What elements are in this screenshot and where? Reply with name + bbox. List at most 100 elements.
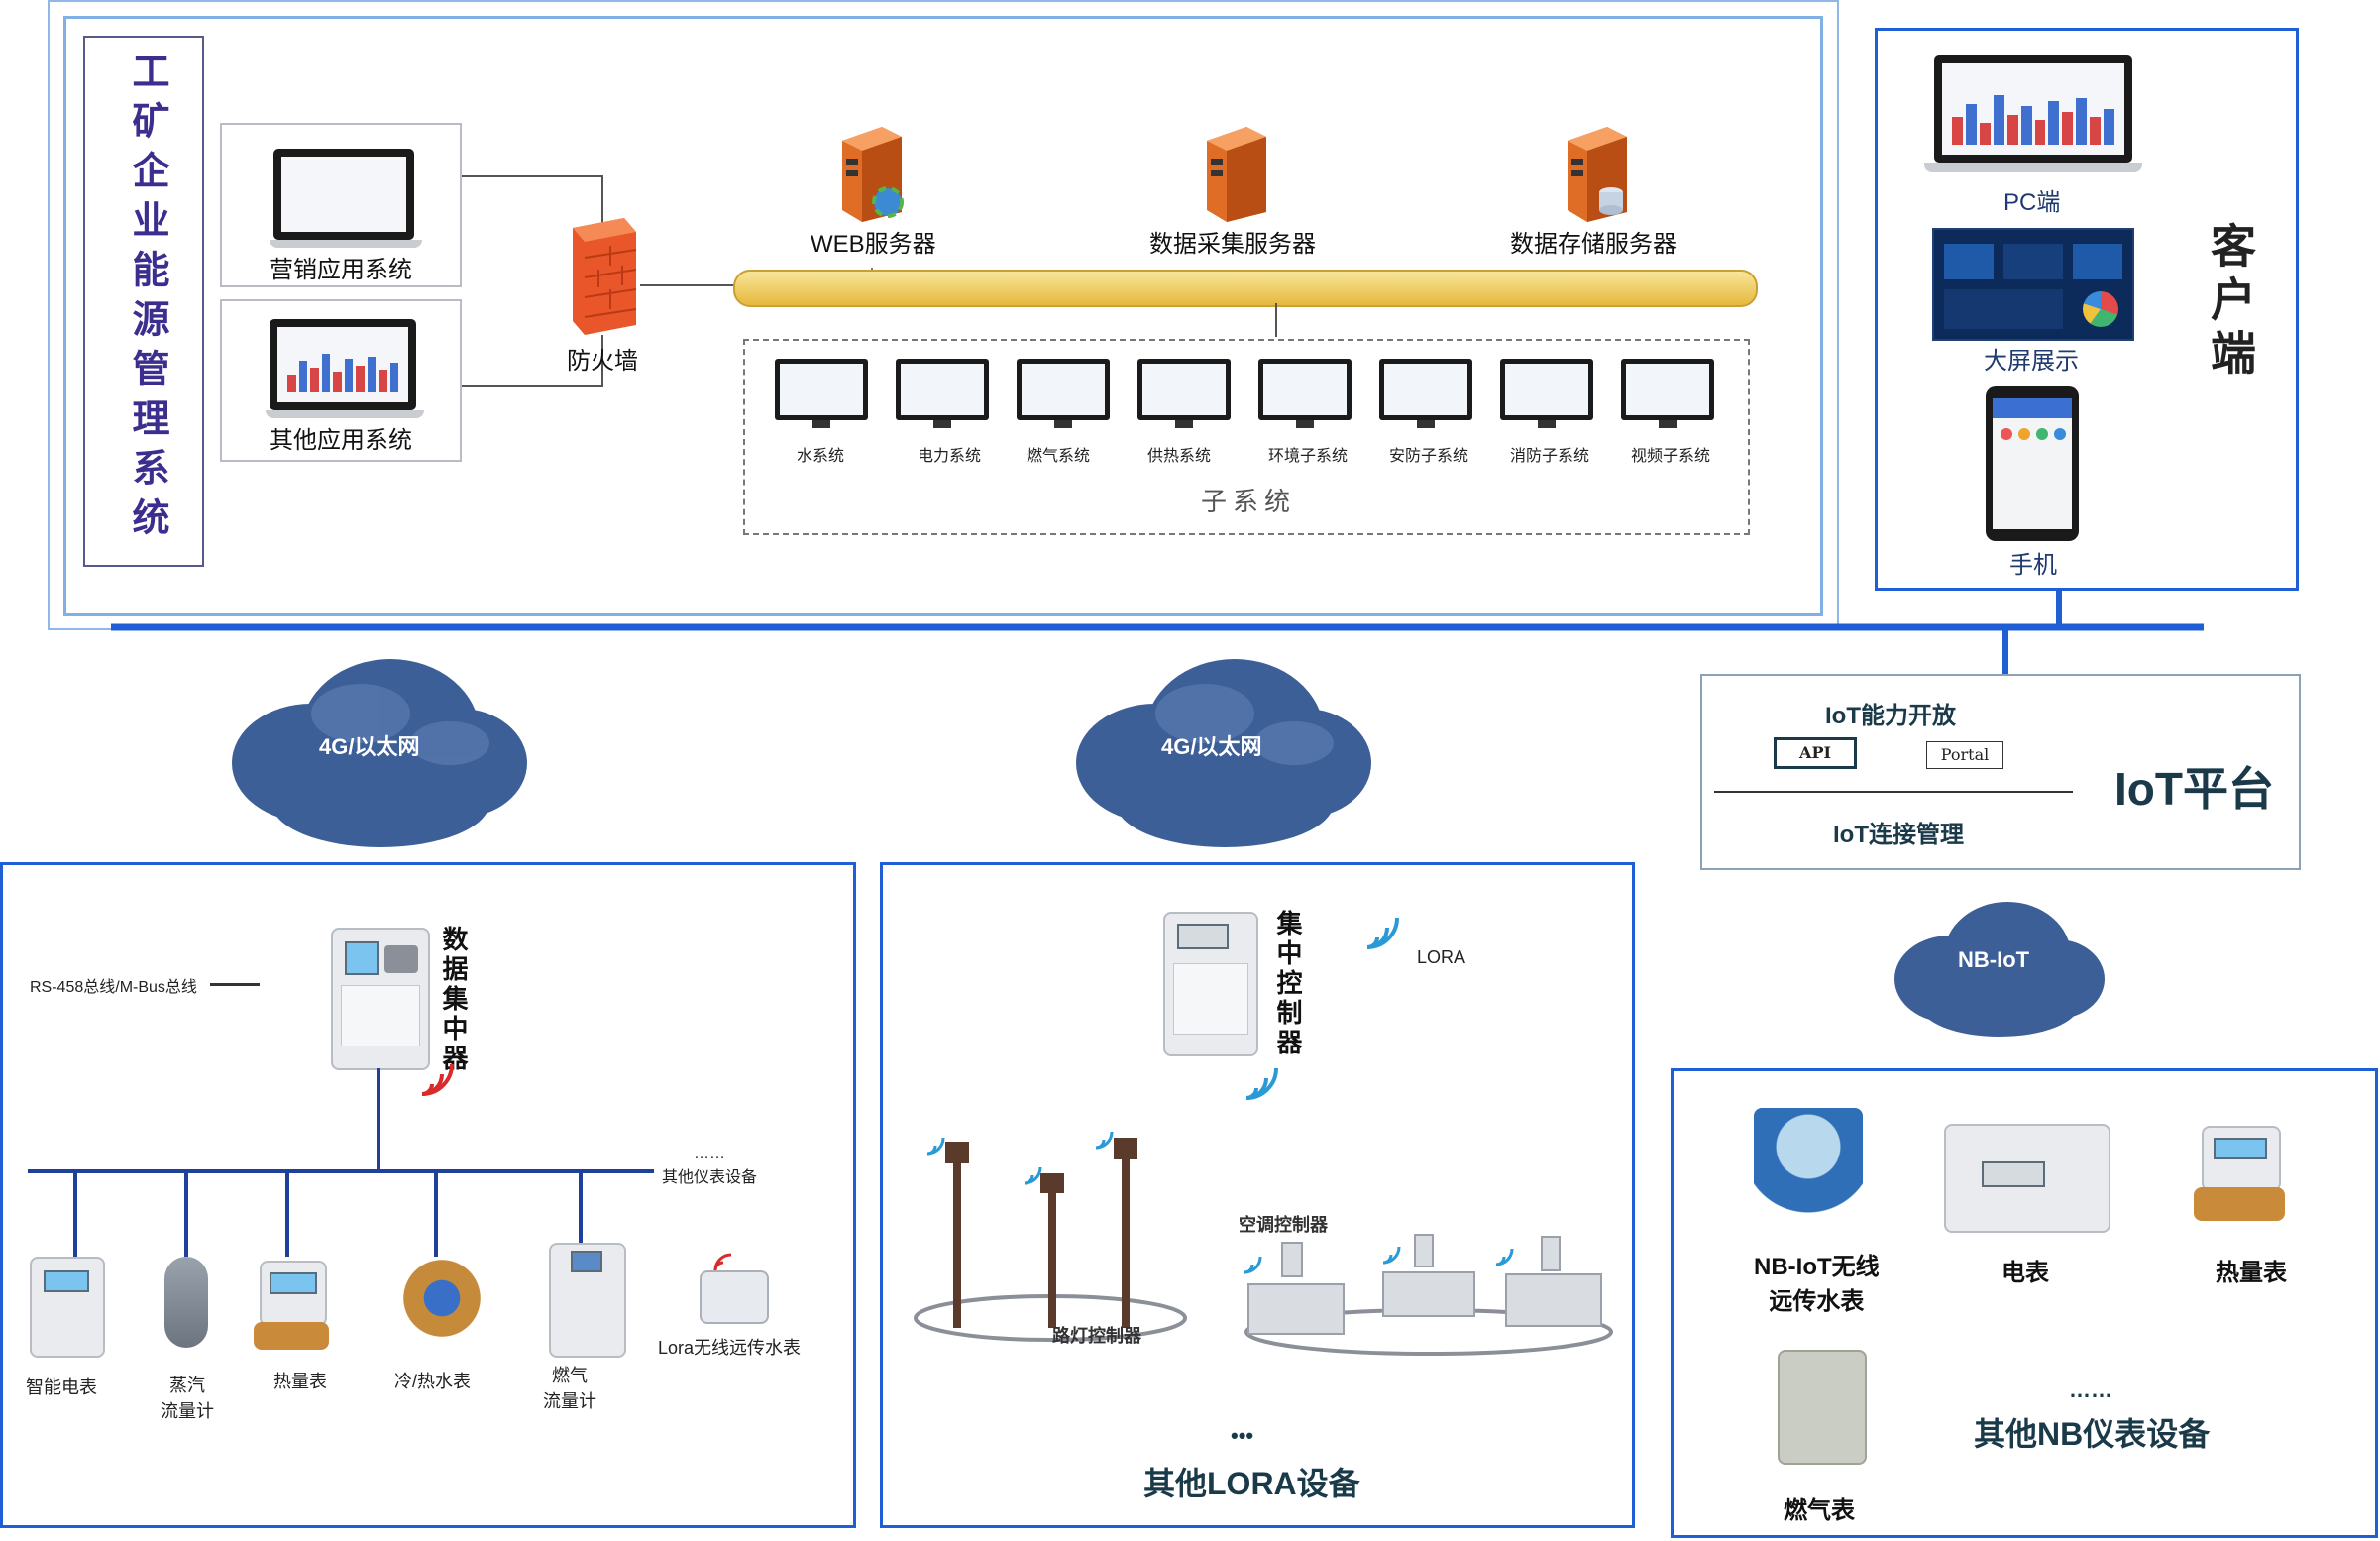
firewall-label: 防火墙 — [567, 348, 638, 375]
app-label-other: 其他应用系统 — [270, 427, 412, 454]
subsystem-label: 视频子系统 — [1631, 448, 1711, 465]
cloud-right-label: NB-IoT — [1958, 947, 2030, 972]
collection-server-label: 数据采集服务器 — [1149, 231, 1316, 258]
ac-units-icon — [1244, 1234, 1613, 1356]
pc-label: PC端 — [2003, 189, 2061, 216]
cloud-right-icon — [1891, 892, 2105, 1041]
nb-panel — [1671, 1068, 2378, 1538]
subsystem-label: 燃气系统 — [1027, 448, 1091, 465]
network-pipe — [733, 270, 1758, 307]
collection-server-icon — [1197, 127, 1270, 222]
heat-meter-label: 热量表 — [273, 1372, 327, 1391]
subsystem-monitor-icon — [1017, 359, 1110, 430]
nb-heat-meter-icon — [2202, 1126, 2281, 1191]
iot-platform-box — [1700, 674, 2301, 870]
gas-meter-icon — [1778, 1350, 1867, 1465]
laptop-chart-icon — [266, 319, 424, 418]
heat-meter-pipe — [254, 1322, 329, 1350]
gas-flowmeter-icon — [549, 1243, 626, 1358]
bus-dots: …… — [694, 1146, 725, 1162]
firewall-icon — [565, 218, 640, 335]
cloud-left-label: 4G/以太网 — [319, 734, 420, 759]
street-lamps-icon — [914, 1131, 1187, 1342]
subsystem-group-box — [743, 339, 1750, 535]
other-lora-label: 其他LORA设备 — [1143, 1466, 1360, 1501]
app-box-other — [220, 299, 462, 462]
lora-water-meter-label: Lora无线远传水表 — [658, 1338, 802, 1358]
web-server-icon — [832, 127, 906, 222]
gas-flowmeter-label: 燃气 流量计 — [543, 1366, 596, 1411]
client-box — [1875, 28, 2299, 591]
nb-heat-meter-pipe — [2194, 1187, 2285, 1221]
subsystem-group-label: 子系统 — [1201, 488, 1297, 517]
wireless-icon — [421, 1063, 454, 1096]
iot-platform-title: IoT平台 — [2114, 763, 2274, 815]
subsystem-label: 电力系统 — [918, 448, 982, 465]
app-label-marketing: 营销应用系统 — [270, 257, 412, 283]
lora-wireless-icon — [713, 1253, 732, 1271]
ac-controller-label: 空调控制器 — [1239, 1215, 1328, 1235]
cloud-middle-label: 4G/以太网 — [1161, 734, 1262, 759]
data-concentrator-icon — [331, 928, 430, 1070]
electric-meter-label: 电表 — [2001, 1260, 2049, 1286]
nb-dots: …… — [2069, 1377, 2112, 1402]
other-nb-label: 其他NB仪表设备 — [1974, 1416, 2211, 1452]
cloud-left-icon — [222, 644, 531, 852]
iot-divider — [1714, 791, 2073, 793]
subsystem-monitor-icon — [1621, 359, 1714, 430]
lora-top-wireless-icon — [1366, 917, 1399, 949]
steam-flowmeter-label: 蒸汽 流量计 — [161, 1376, 214, 1421]
bus-label-line — [210, 983, 260, 986]
app-box-marketing — [220, 123, 462, 287]
iot-capability-label: IoT能力开放 — [1825, 703, 1956, 729]
big-screen-label: 大屏展示 — [1984, 348, 2079, 375]
subsystem-monitor-icon — [1500, 359, 1593, 430]
central-controller-label: 集中控制器 — [1273, 910, 1303, 1058]
system-inner-frame — [63, 16, 1823, 616]
phone-label: 手机 — [2009, 552, 2057, 579]
water-meter-label: 冷/热水表 — [394, 1372, 472, 1391]
lora-dots: ••• — [1231, 1423, 1254, 1448]
central-controller-icon — [1163, 912, 1258, 1056]
subsystem-label: 供热系统 — [1147, 448, 1212, 465]
subsystem-monitor-icon — [1258, 359, 1352, 430]
subsystem-monitor-icon — [775, 359, 868, 430]
pc-laptop-icon — [1924, 55, 2142, 172]
smart-meter-label: 智能电表 — [26, 1377, 97, 1397]
subsystem-label: 安防子系统 — [1389, 448, 1469, 465]
subsystem-monitor-icon — [1379, 359, 1472, 430]
storage-server-icon — [1558, 127, 1631, 222]
other-devices-label: 其他仪表设备 — [662, 1169, 758, 1186]
heat-meter-icon — [260, 1261, 327, 1326]
iot-connection-label: IoT连接管理 — [1833, 822, 1964, 848]
subsystem-monitor-icon — [896, 359, 989, 430]
lora-water-meter-icon — [700, 1270, 769, 1324]
client-title: 客户端 — [2204, 222, 2257, 383]
subsystem-label: 环境子系统 — [1268, 448, 1349, 465]
nb-heat-meter-label: 热量表 — [2216, 1260, 2287, 1286]
lora-panel — [880, 862, 1635, 1528]
subsystem-label: 水系统 — [797, 448, 845, 465]
water-meter-icon — [392, 1259, 491, 1338]
system-title: 工矿企业能源管理系统 — [126, 52, 169, 547]
controller-wireless-icon — [1245, 1067, 1278, 1100]
system-title-box — [83, 36, 204, 567]
gas-meter-label: 燃气表 — [1784, 1497, 1855, 1524]
data-concentrator-label: 数据集中器 — [439, 926, 469, 1074]
lora-label: LORA — [1417, 947, 1466, 967]
street-controller-label: 路灯控制器 — [1052, 1326, 1141, 1346]
subsystem-label: 消防子系统 — [1510, 448, 1590, 465]
nb-water-meter-label: NB-IoT无线 远传水表 — [1754, 1254, 1880, 1315]
steam-flowmeter-icon — [164, 1257, 208, 1348]
bus-panel — [0, 862, 856, 1528]
smart-meter-icon — [30, 1257, 105, 1358]
big-screen-icon — [1932, 228, 2134, 341]
subsystem-monitor-icon — [1137, 359, 1231, 430]
laptop-icon — [270, 149, 422, 248]
phone-icon — [1986, 386, 2079, 541]
api-button: API — [1774, 737, 1857, 769]
bus-label: RS-458总线/M-Bus总线 — [30, 979, 197, 996]
